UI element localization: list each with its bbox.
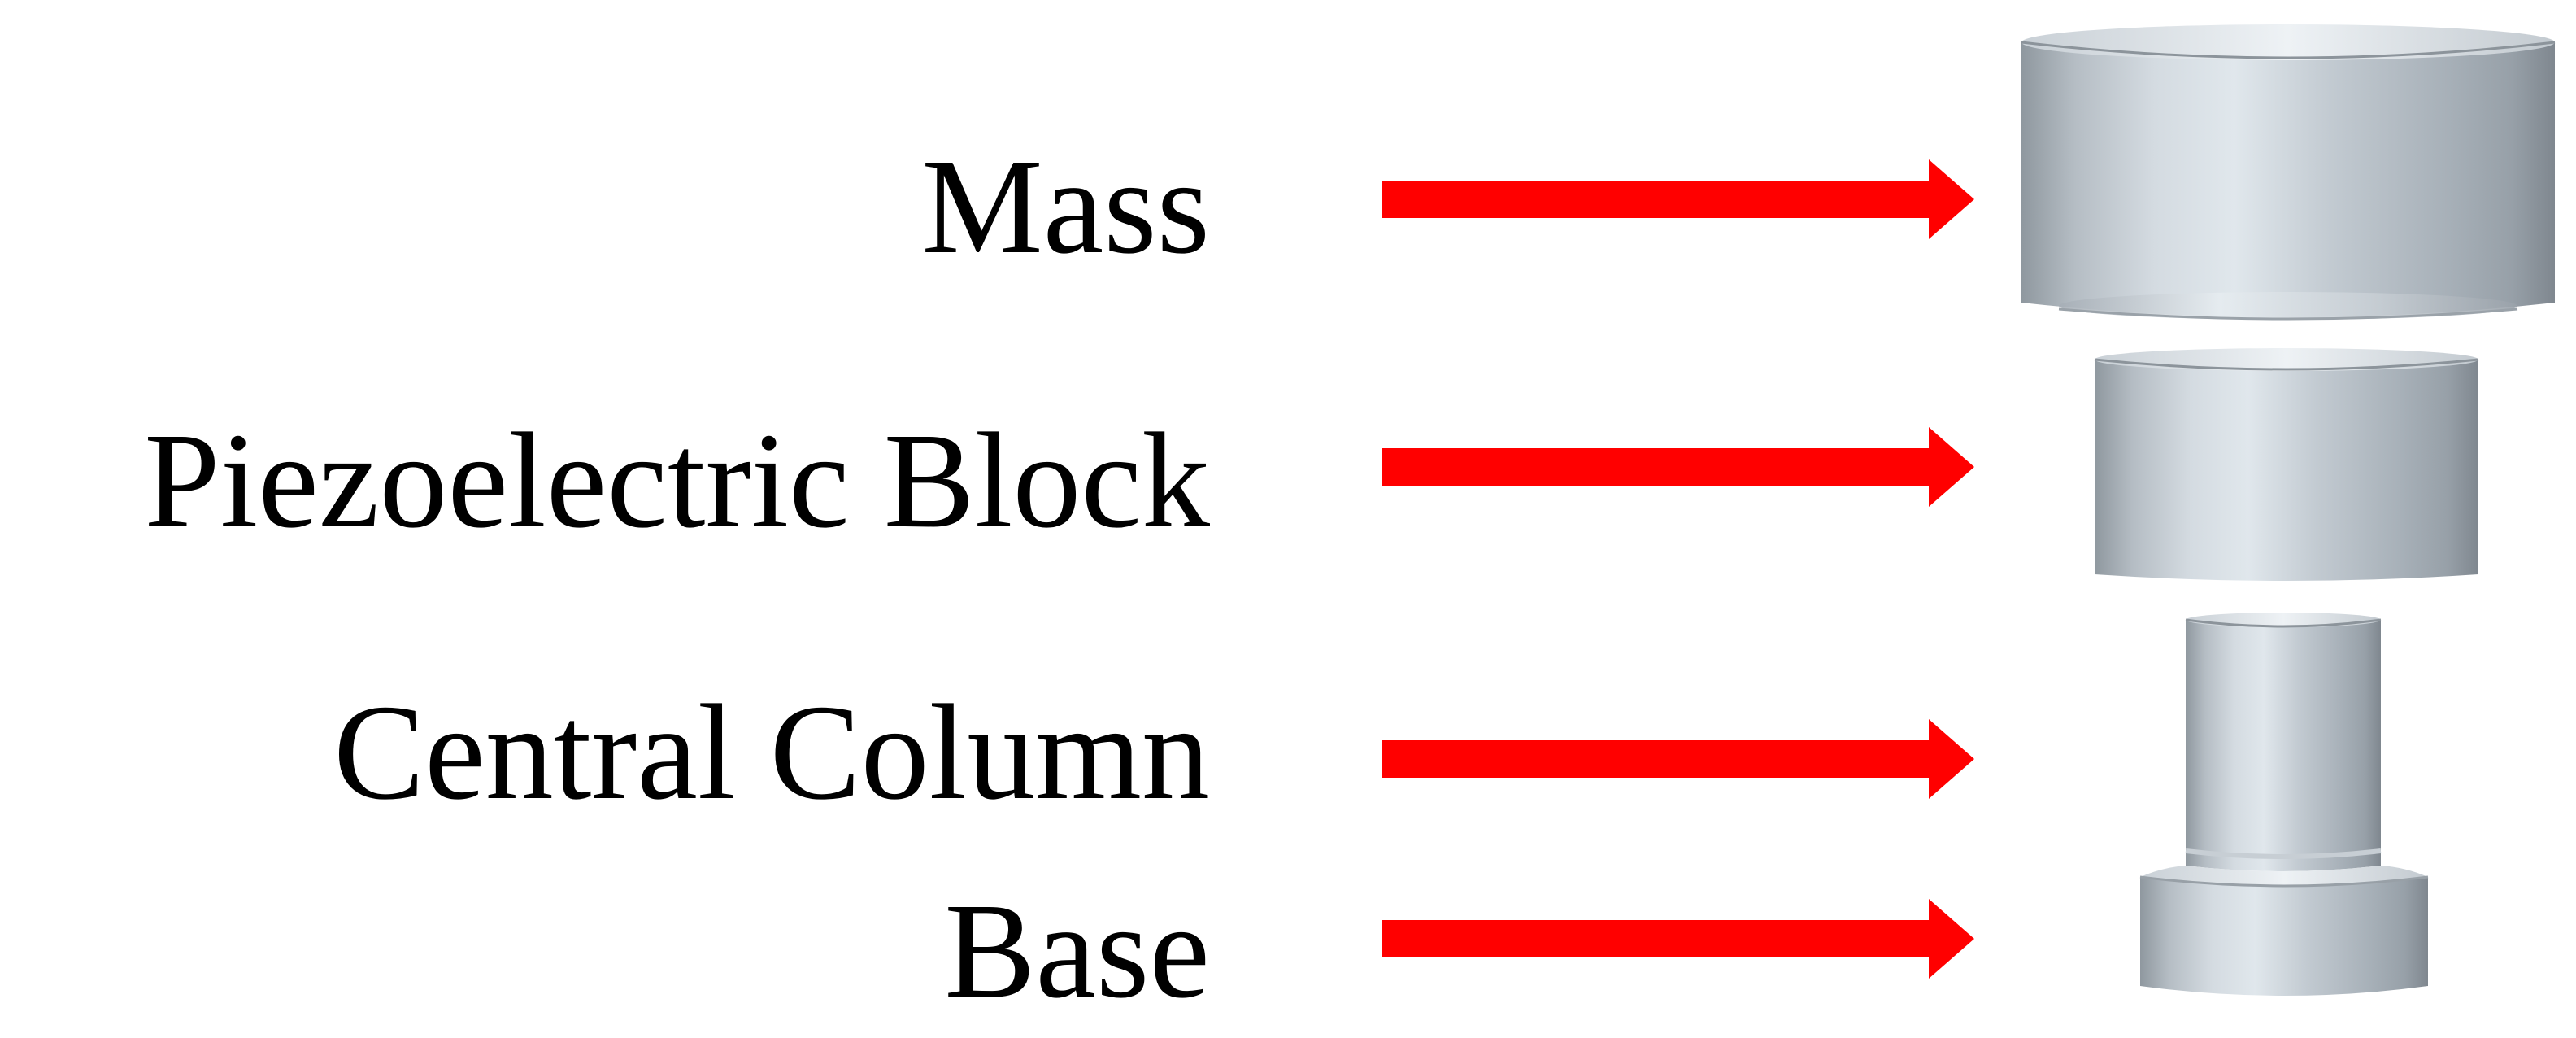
base-part [2139, 866, 2429, 996]
label-mass: Mass [921, 131, 1210, 282]
arrow-base [1382, 899, 1974, 979]
label-base: Base [944, 875, 1210, 1027]
arrow-mass [1382, 159, 1974, 239]
arrow-piezoelectric-block [1382, 427, 1974, 507]
label-central-column: Central Column [333, 677, 1210, 828]
arrow-central-column [1382, 719, 1974, 799]
label-piezoelectric-block: Piezoelectric Block [144, 405, 1210, 556]
piezoelectric-block-part [2094, 348, 2479, 581]
central-column-part [2185, 613, 2382, 871]
mass-part [2021, 24, 2556, 321]
